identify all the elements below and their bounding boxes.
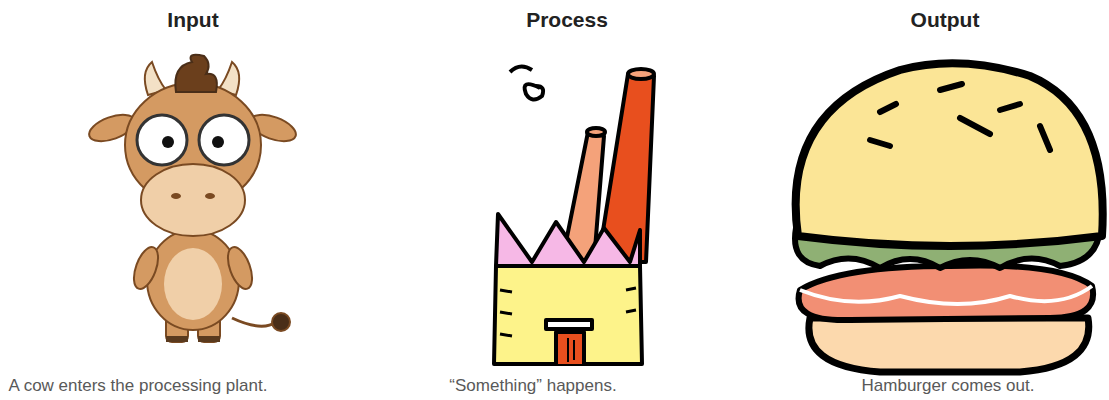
cow-nostril: [205, 193, 215, 199]
cow-tail: [232, 318, 276, 326]
caption: Hamburger comes out.: [862, 376, 1035, 396]
cow-pupil: [212, 136, 224, 148]
cow-body: [147, 230, 239, 330]
cow-eye: [137, 115, 187, 165]
cow-muzzle: [141, 164, 245, 236]
factory-illustration: [494, 66, 654, 364]
factory-door: [556, 332, 584, 364]
cow-nostril: [171, 193, 181, 199]
smoke-curl: [510, 66, 532, 72]
bottom-bun: [809, 318, 1089, 372]
caption: “Something” happens.: [449, 376, 616, 396]
patty: [799, 265, 1094, 320]
hamburger-illustration: [795, 63, 1103, 372]
cow-tail-tuft: [272, 313, 290, 331]
cow-illustration: [86, 55, 300, 342]
sauce-line: [800, 286, 1092, 304]
factory-roof: [496, 214, 640, 266]
column-heading: Process: [526, 8, 608, 32]
cow-belly: [164, 248, 222, 320]
cow-hoof: [166, 336, 188, 342]
smoke-curl: [525, 84, 544, 99]
chimney-top: [628, 69, 654, 79]
factory-building: [494, 266, 642, 364]
cow-pupil: [162, 136, 174, 148]
cow-eye: [199, 115, 249, 165]
factory-sign: [546, 320, 592, 329]
door-mark: [568, 338, 574, 362]
cow-arm: [223, 244, 257, 292]
sesame-seed: [870, 84, 1050, 150]
chimney-top: [587, 128, 605, 136]
column-heading: Input: [167, 8, 218, 32]
cow-hair-tuft: [175, 55, 217, 92]
caption: A cow enters the processing plant.: [9, 376, 268, 396]
cow-hoof: [198, 336, 220, 342]
column-heading: Output: [911, 8, 980, 32]
top-bun: [796, 63, 1103, 246]
cow-arm: [129, 244, 163, 292]
factory-mark: [500, 288, 636, 336]
